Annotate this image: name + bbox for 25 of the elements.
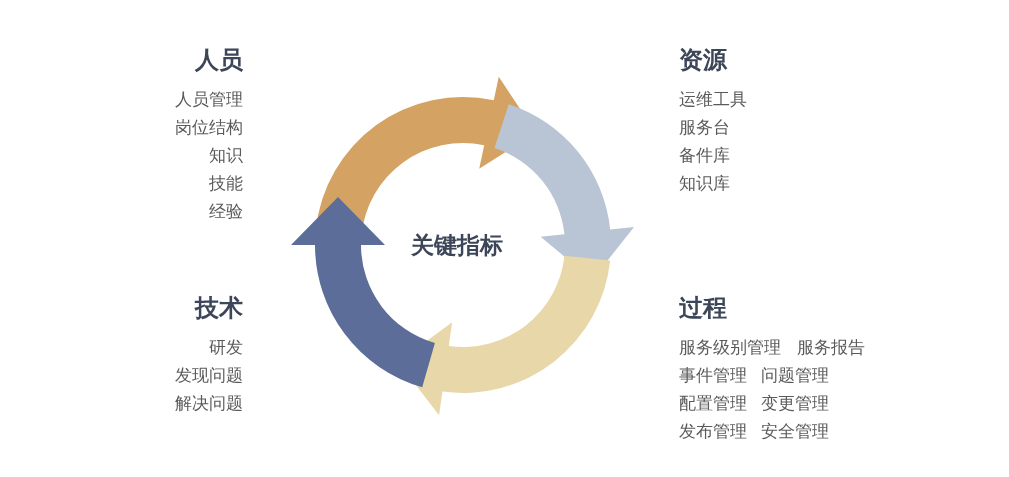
section-heading: 过程 [679,296,727,320]
list-item: 运维工具 [679,91,747,108]
list-item: 技能 [209,175,243,192]
list-item: 知识库 [679,175,730,192]
list-item: 发现问题 [175,367,243,384]
list-item: 服务级别管理 [679,339,781,356]
list-item: 服务报告 [797,339,865,356]
section-heading: 人员 [195,48,243,72]
list-item: 经验 [209,203,243,220]
list-item: 岗位结构 [175,119,243,136]
list-item: 变更管理 [761,395,829,412]
section-heading: 技术 [195,296,243,320]
list-item: 问题管理 [761,367,829,384]
list-item: 备件库 [679,147,730,164]
list-item: 安全管理 [761,423,829,440]
list-item: 服务台 [679,119,730,136]
list-item: 研发 [209,339,243,356]
list-item: 人员管理 [175,91,243,108]
list-item: 发布管理 [679,423,747,440]
list-item: 知识 [209,147,243,164]
list-item: 解决问题 [175,395,243,412]
list-item: 配置管理 [679,395,747,412]
center-title: 关键指标 [411,234,503,257]
list-item: 事件管理 [679,367,747,384]
section-heading: 资源 [679,48,727,72]
